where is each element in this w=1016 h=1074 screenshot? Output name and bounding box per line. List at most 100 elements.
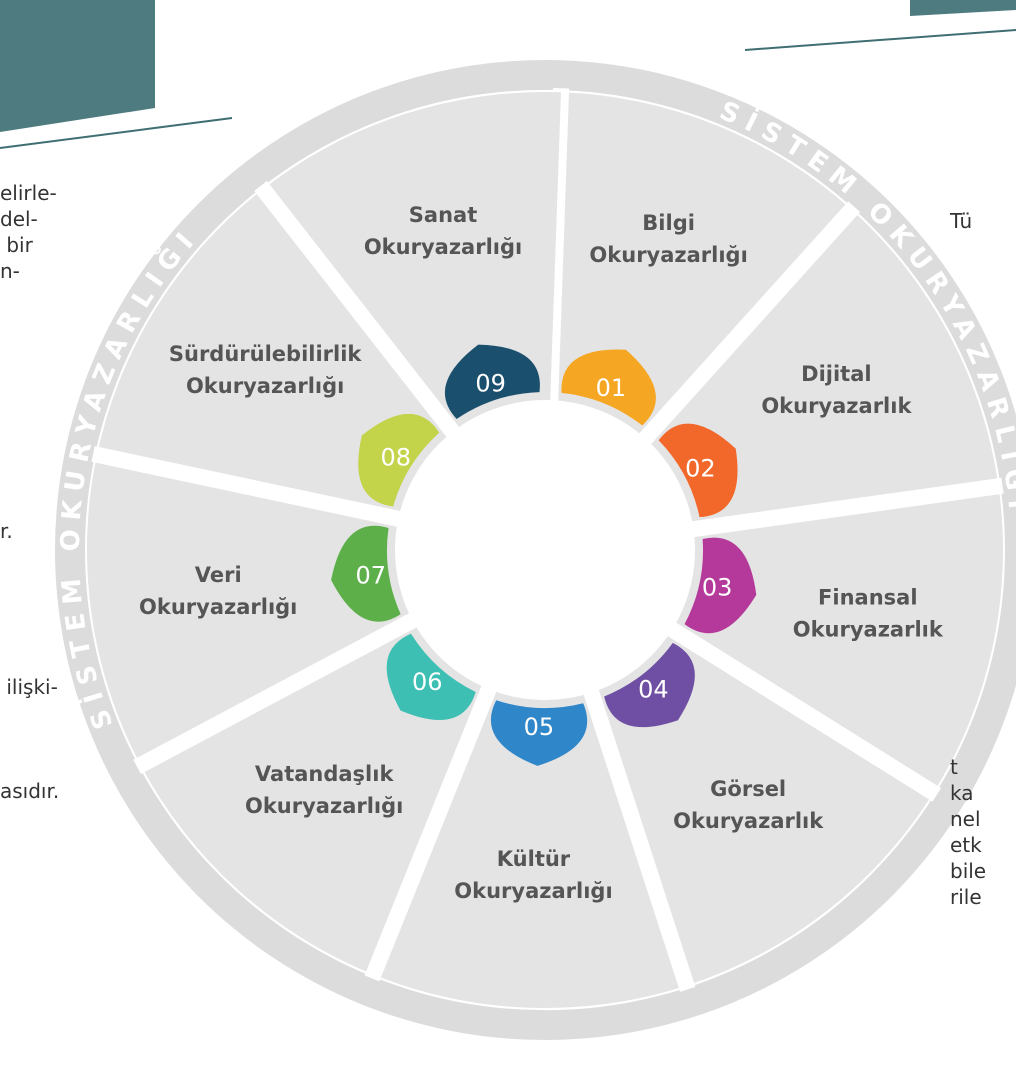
left-text-line: bir <box>0 233 33 257</box>
right-text-line <box>950 650 986 676</box>
segment-label-line1: Finansal <box>818 586 917 610</box>
segment-label-line1: Bilgi <box>642 211 695 235</box>
right-text-line <box>950 286 986 312</box>
right-text-line: bile <box>950 859 987 883</box>
segment-wedge <box>672 486 1003 793</box>
segment-label-line2: Okuryazarlığı <box>454 879 612 903</box>
right-text-line <box>950 702 986 728</box>
right-text-line <box>950 494 986 520</box>
left-text-line: n- <box>0 259 20 283</box>
left-text-line <box>0 336 59 362</box>
segment-number-tab <box>331 525 401 622</box>
segment-number: 01 <box>596 374 627 402</box>
segment-separator <box>133 611 420 774</box>
segment-separator <box>636 201 861 447</box>
left-text-line: del- <box>0 207 38 231</box>
segment-label-line1: Vatandaşlık <box>255 762 395 786</box>
left-text-line <box>0 570 59 596</box>
segment-separator <box>91 446 404 528</box>
left-text-line <box>0 726 59 752</box>
right-text-line <box>950 416 986 442</box>
segment-separator <box>582 686 696 992</box>
segment-label-line2: Okuryazarlığı <box>589 243 747 267</box>
left-text-line <box>0 388 59 414</box>
decor-teal-block-right <box>910 0 1016 16</box>
segment-separator <box>664 620 942 802</box>
segment-number-tab <box>386 633 476 721</box>
segment-number: 08 <box>380 444 411 472</box>
left-text-line: r. <box>0 519 13 543</box>
left-text-line <box>0 596 59 622</box>
right-text-line: nel <box>950 807 981 831</box>
right-text-line: etk <box>950 833 982 857</box>
right-text-line <box>950 260 986 286</box>
right-text-line <box>950 338 986 364</box>
segment-number-tab <box>604 642 695 728</box>
segment-label-line2: Okuryazarlık <box>793 618 944 642</box>
left-text-line <box>0 492 59 518</box>
right-text-line: rile <box>950 885 982 909</box>
right-text-line <box>950 572 986 598</box>
left-text-line: asıdır. <box>0 779 60 803</box>
left-text-line <box>0 466 59 492</box>
segment-number: 04 <box>638 676 669 704</box>
left-text-line <box>0 544 59 570</box>
left-text-line <box>0 752 59 778</box>
left-text-line <box>0 310 59 336</box>
segment-wedge <box>86 454 413 766</box>
segment-number-tab <box>444 344 540 420</box>
left-text-line <box>0 440 59 466</box>
right-text-line <box>950 442 986 468</box>
right-text-line <box>950 312 986 338</box>
segment-label-line1: Dijital <box>801 362 871 386</box>
segment-number: 09 <box>475 370 506 398</box>
segment-label-line2: Okuryazarlığı <box>364 235 522 259</box>
left-text-line: elirle- <box>0 181 57 205</box>
center-hole <box>397 402 693 698</box>
segment-label-line2: Okuryazarlığı <box>139 595 297 619</box>
right-text-line <box>950 390 986 416</box>
left-text-line <box>0 284 59 310</box>
decor-line-left <box>0 117 233 149</box>
left-text-line: ilişki- <box>0 675 58 699</box>
segment-separator <box>254 181 462 440</box>
segment-label-line2: Okuryazarlık <box>761 394 912 418</box>
segment-number-tab <box>658 423 738 518</box>
right-text-line <box>950 598 986 624</box>
left-text-line <box>0 622 59 648</box>
right-text-line: Tü <box>950 209 973 233</box>
decor-teal-block-left <box>0 0 155 132</box>
segment-label-line2: Okuryazarlık <box>673 809 824 833</box>
right-text-line <box>950 546 986 572</box>
segment-label-line2: Okuryazarlığı <box>245 794 403 818</box>
segment-number-tab <box>490 700 588 766</box>
segment-separator <box>364 682 498 982</box>
right-text-line <box>950 364 986 390</box>
right-text-line <box>950 234 986 260</box>
right-text-line <box>950 728 986 754</box>
left-text-line <box>0 414 59 440</box>
segment-number: 03 <box>702 574 733 602</box>
segment-label-line1: Sanat <box>409 203 477 227</box>
segment-label-line1: Sürdürülebilirlik <box>169 342 363 366</box>
right-text-line: t <box>950 755 958 779</box>
segment-number: 06 <box>412 668 443 696</box>
segment-number: 02 <box>685 454 716 482</box>
right-text-line: ka <box>950 781 974 805</box>
left-text-line <box>0 648 59 674</box>
segment-label-line2: Okuryazarlığı <box>186 374 344 398</box>
segment-label-line1: Veri <box>195 563 242 587</box>
segment-label-line1: Görsel <box>710 777 786 801</box>
segment-number: 07 <box>355 561 386 589</box>
